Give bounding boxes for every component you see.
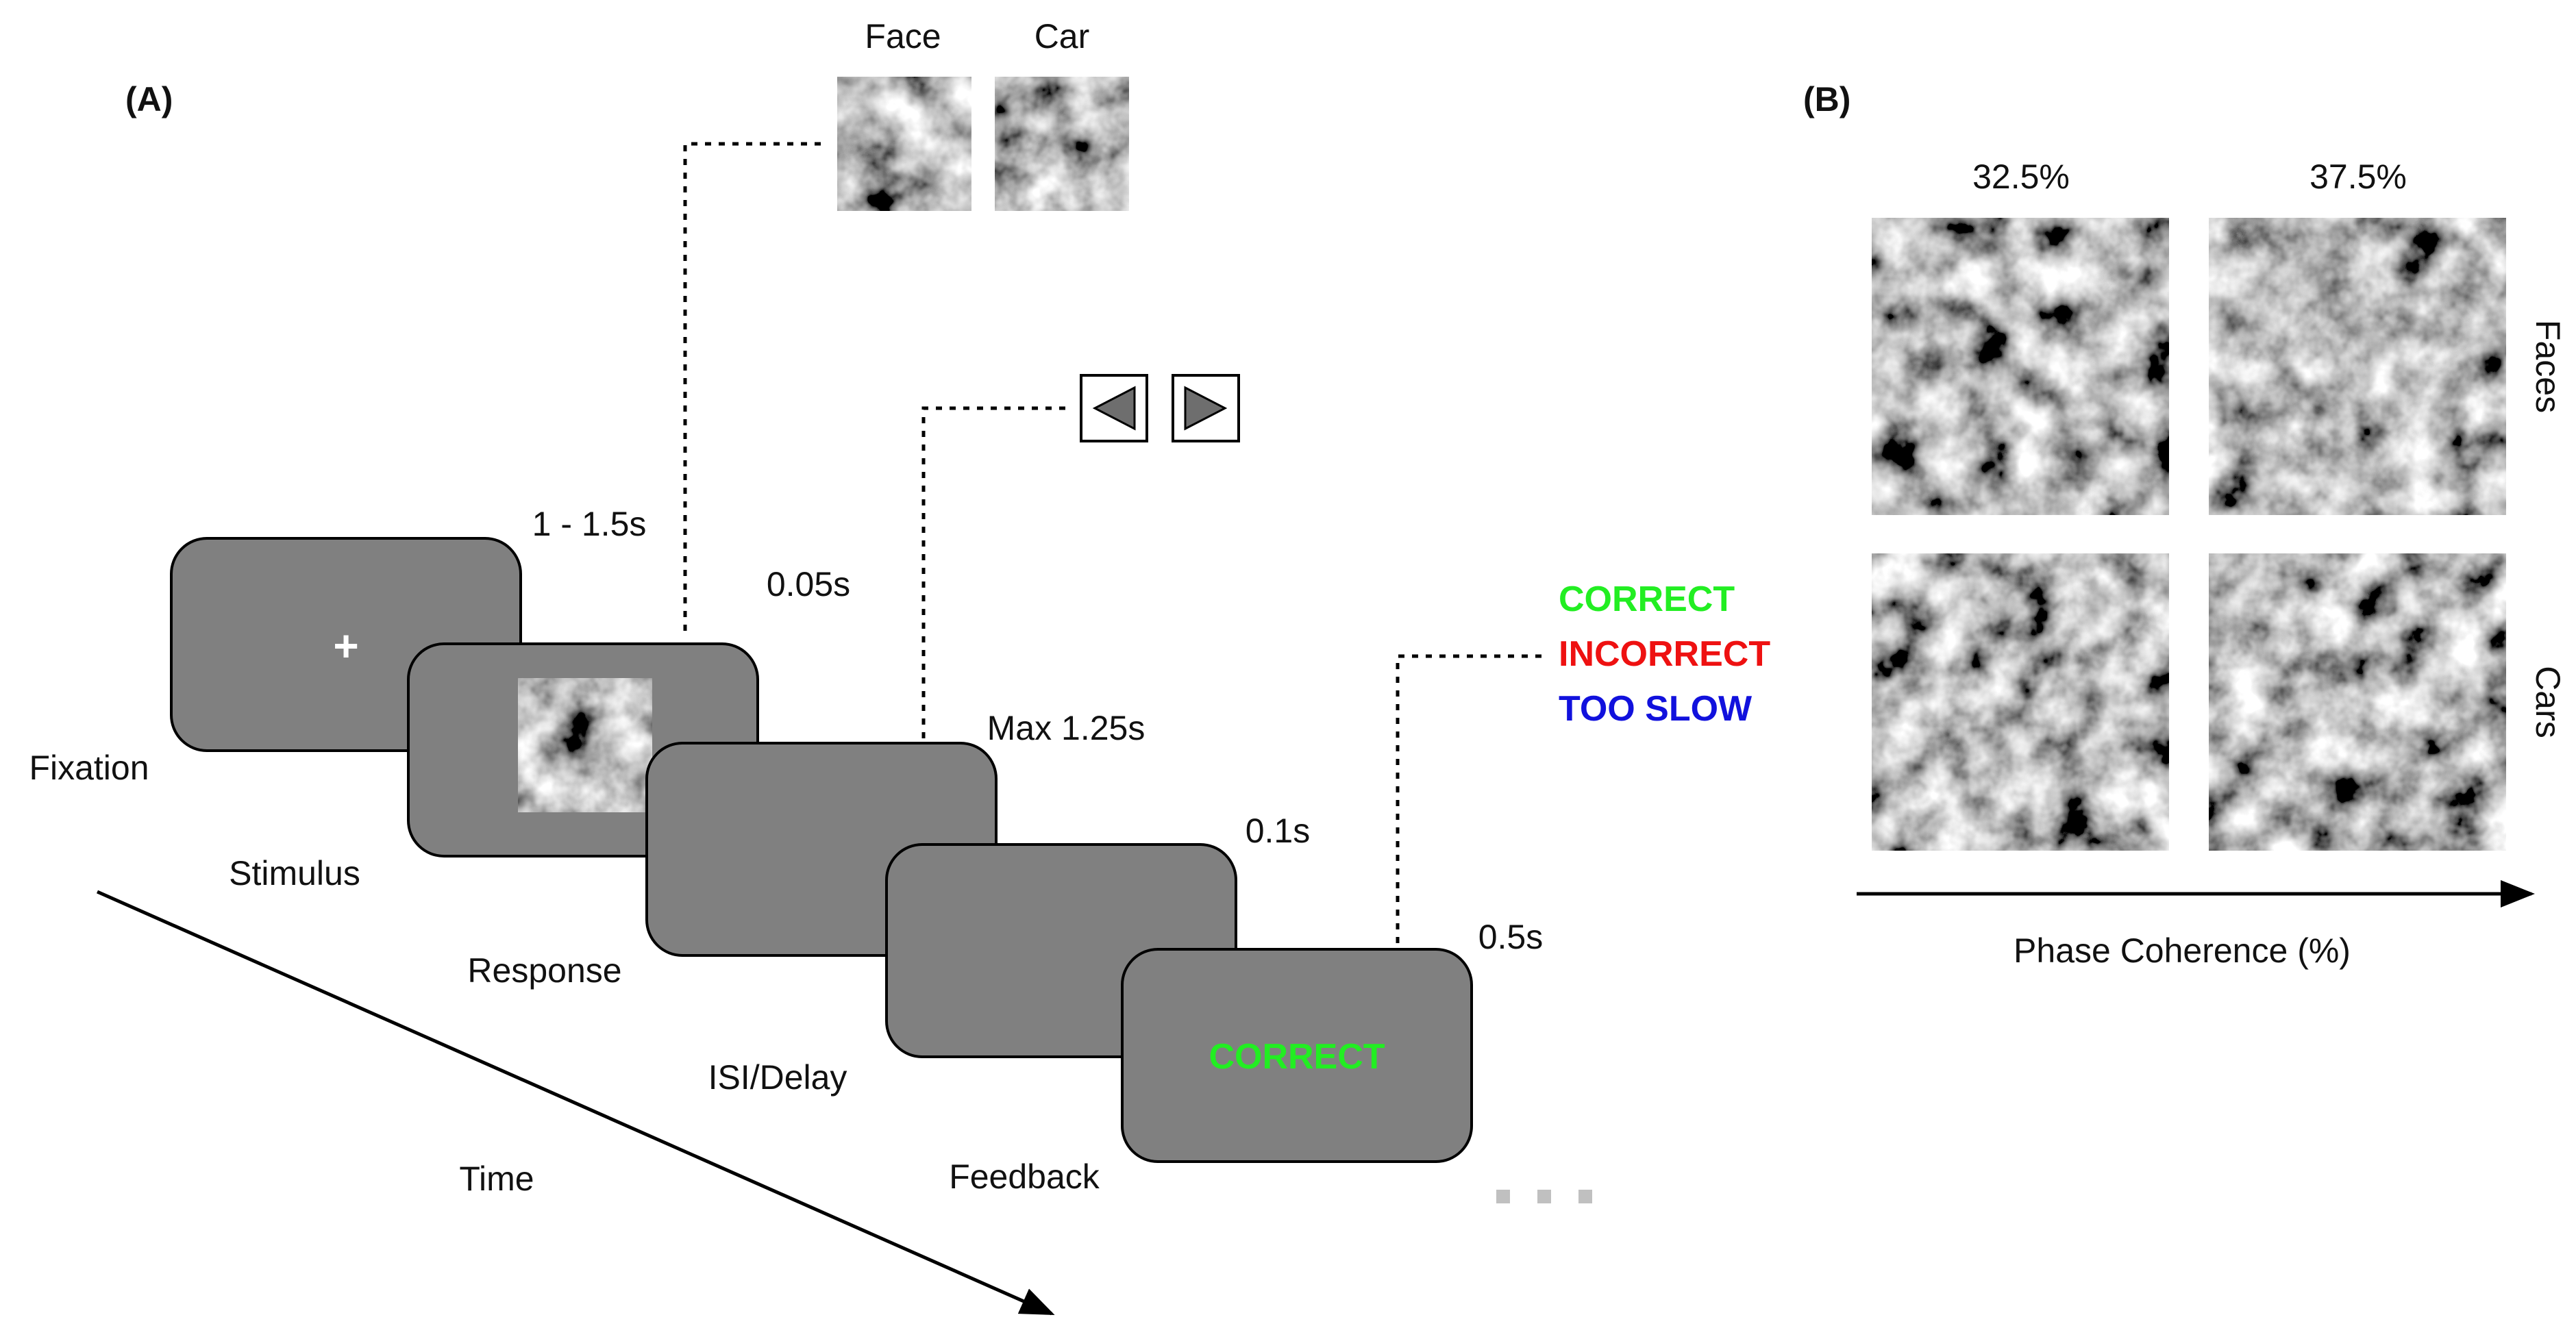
fixation-cross: + [333, 621, 358, 671]
face-image-high-coherence [2209, 218, 2506, 515]
feedback-option-incorrect: INCORRECT [1559, 634, 1770, 674]
faces-row-label: Faces [2529, 320, 2567, 413]
panel-label-a: (A) [125, 80, 173, 118]
stimulus-label: Stimulus [229, 854, 360, 892]
left-arrow-icon [1080, 374, 1148, 442]
fixation-label: Fixation [29, 749, 149, 787]
face-example-image [837, 77, 971, 211]
face-example-label: Face [865, 17, 941, 55]
car-image-high-coherence [2209, 553, 2506, 851]
feedback-duration: 0.5s [1478, 918, 1544, 956]
car-example-image [995, 77, 1129, 211]
face-image-low-coherence [1872, 218, 2169, 515]
car-image-low-coherence [1872, 553, 2169, 851]
coherence-column-2: 37.5% [2309, 158, 2407, 196]
isi-label: ISI/Delay [708, 1058, 847, 1097]
response-callout-line [921, 406, 1065, 740]
fixation-duration: 1 - 1.5s [532, 505, 647, 543]
feedback-screen: CORRECT [1121, 948, 1473, 1163]
feedback-option-correct: CORRECT [1559, 579, 1735, 619]
right-arrow-icon [1172, 374, 1240, 442]
cars-row-label: Cars [2529, 666, 2567, 738]
stimulus-image [518, 678, 652, 812]
isi-duration: 0.1s [1246, 812, 1311, 850]
response-label: Response [467, 951, 621, 990]
feedback-option-too-slow: TOO SLOW [1559, 689, 1753, 729]
feedback-callout-line [1396, 654, 1541, 949]
coherence-column-1: 32.5% [1972, 158, 2070, 196]
time-arrow [96, 890, 1055, 1316]
feedback-screen-text: CORRECT [1209, 1037, 1385, 1077]
panel-label-b: (B) [1803, 80, 1850, 118]
response-duration: Max 1.25s [987, 709, 1145, 747]
feedback-label: Feedback [949, 1157, 1100, 1196]
continuation-ellipsis [1496, 1190, 1592, 1203]
stimulus-duration: 0.05s [767, 565, 850, 603]
car-example-label: Car [1035, 17, 1090, 55]
time-label: Time [459, 1160, 534, 1198]
stimulus-callout-line [683, 142, 821, 638]
coherence-axis-label: Phase Coherence (%) [2014, 931, 2351, 970]
